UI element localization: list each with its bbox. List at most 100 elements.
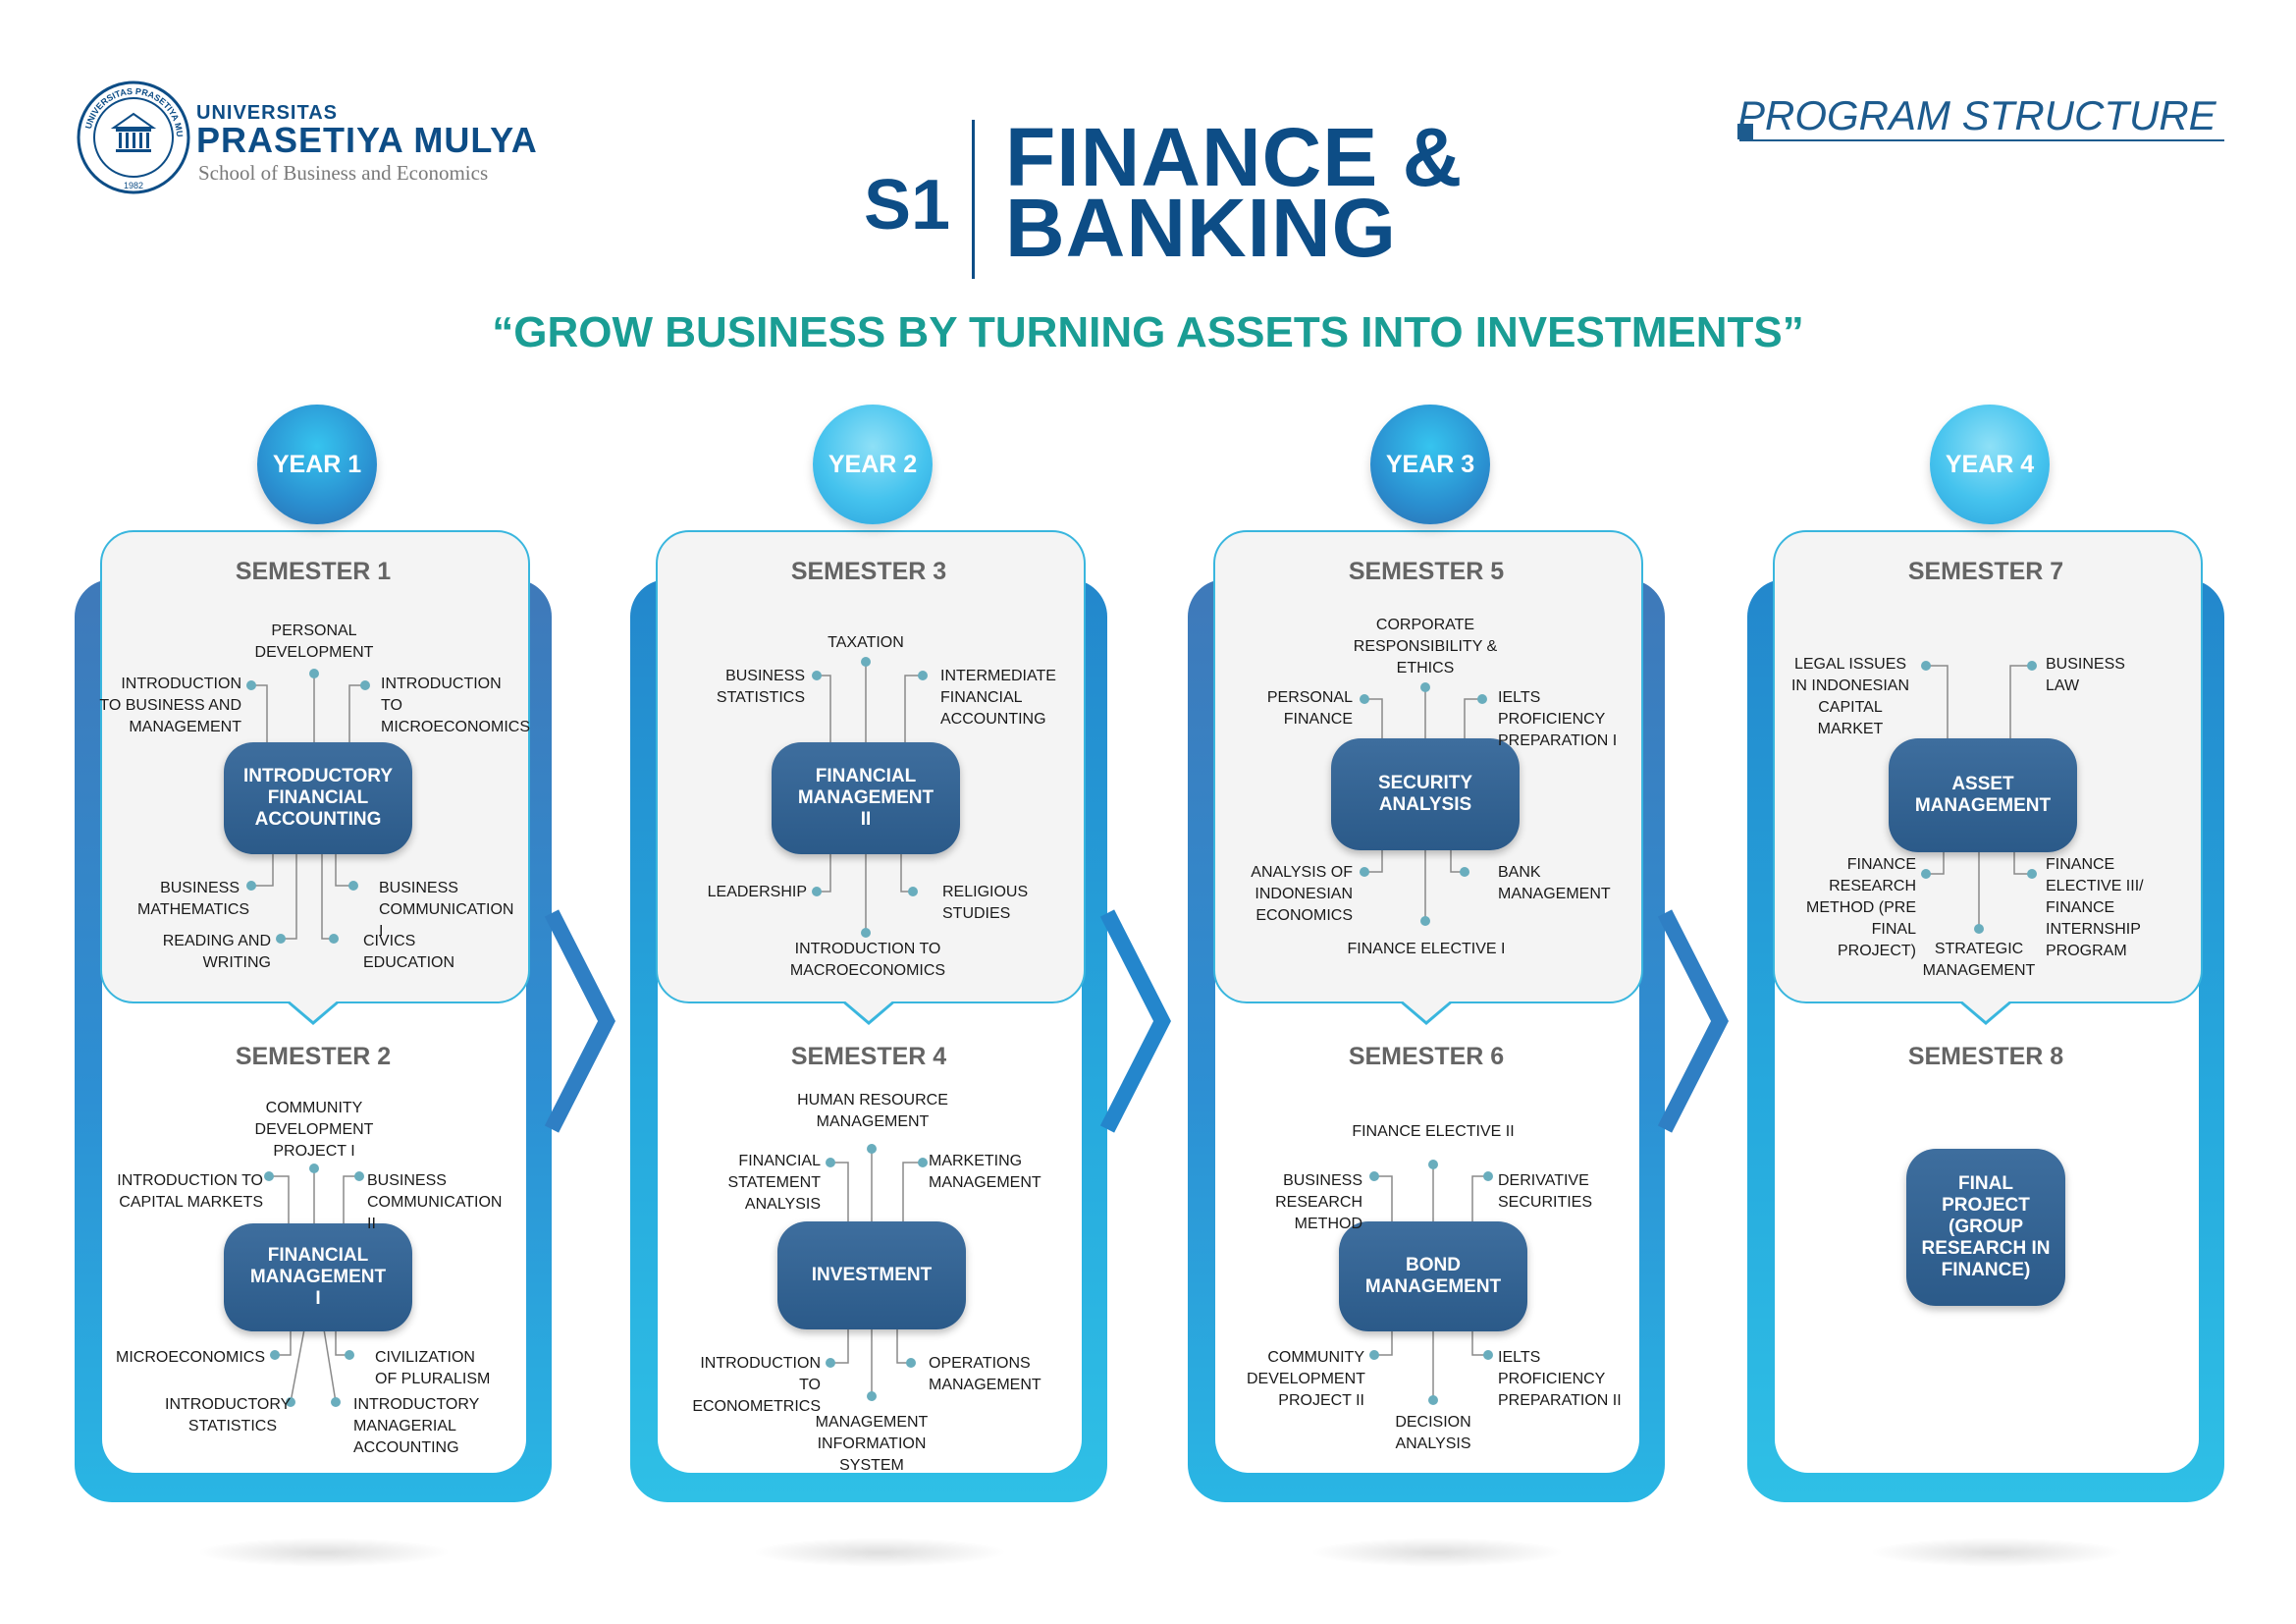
course-sem5-personal-finance: PERSONAL FINANCE [1266,689,1353,728]
course-sem1-intro-microeconomics: INTRODUCTION TO MICROECONOMICS [381,676,530,735]
program-structure-title: PROGRAM STRUCTURE [1737,92,2216,138]
connector-dot [812,887,822,896]
course-sem4-operations-management: OPERATIONS MANAGEMENT [929,1355,1041,1393]
core-course-sem8: FINAL PROJECT (GROUP RESEARCH IN FINANCE… [1906,1149,2065,1306]
connector-dot [270,1350,280,1360]
year1-column-shadow [196,1538,452,1567]
connector-dot [1460,867,1469,877]
university-seal-logo: UNIVERSITAS PRASETIYA MULYA 1982 [72,71,192,196]
year2-column-shadow [752,1538,1007,1567]
course-sem7-strategic-management: STRATEGIC MANAGEMENT [1922,941,2036,979]
connector-dot [1477,694,1487,704]
semester3-label: SEMESTER 3 [790,558,947,585]
course-sem2-intro-capital-markets: INTRODUCTION TO CAPITAL MARKETS [117,1172,263,1211]
semester7-pointer-fill [1960,1000,2011,1021]
course-sem2-community-development-1: COMMUNITY DEVELOPMENT PROJECT I [254,1100,374,1160]
course-sem6-community-development-2: COMMUNITY DEVELOPMENT PROJECT II [1247,1349,1365,1409]
course-sem7-business-law: BUSINESS LAW [2046,656,2125,694]
year3-column-shadow [1309,1538,1565,1567]
course-sem3-intro-macroeconomics: INTRODUCTION TO MACROECONOMICS [789,941,946,979]
connector-dot [331,1397,341,1407]
course-sem7-finance-research-method: FINANCE RESEARCH METHOD (PRE FINAL PROJE… [1806,856,1916,959]
course-sem6-finance-elective-2: FINANCE ELECTIVE II [1352,1123,1515,1140]
course-sem7-legal-issues-capital-market: LEGAL ISSUES IN INDONESIAN CAPITAL MARKE… [1790,656,1909,737]
course-sem3-business-statistics: BUSINESS STATISTICS [716,668,805,706]
course-sem6-derivative-securities: DERIVATIVE SECURITIES [1498,1172,1593,1211]
course-sem5-bank-management: BANK MANAGEMENT [1498,864,1611,902]
course-sem1-business-communication-1: BUSINESS COMMUNICATION I [379,880,514,940]
semester5-pointer-fill [1401,1000,1452,1021]
core-course-sem7: ASSET MANAGEMENT [1889,738,2077,852]
course-sem5-ielts-preparation-1: IELTS PROFICIENCY PREPARATION I [1498,689,1618,749]
connector-dot [348,881,358,891]
connector-dot [908,887,918,896]
logo-school-name: School of Business and Economics [198,161,489,185]
course-sem5-analysis-indonesian-economics: ANALYSIS OF INDONESIAN ECONOMICS [1251,864,1353,924]
connector-dot [918,671,928,680]
connector-dot [2027,869,2037,879]
year4-column-shadow [1869,1538,2124,1567]
connector-dot [1483,1171,1493,1181]
arrow-year3-to-year4 [1657,909,1729,1133]
connector-dot [1921,869,1931,879]
semester4-label: SEMESTER 4 [790,1043,947,1070]
course-sem1-reading-writing: READING AND WRITING [162,933,271,971]
title-divider [972,120,975,279]
core-course-sem1: INTRODUCTORY FINANCIAL ACCOUNTING [224,742,412,854]
core-course-sem4: INVESTMENT [777,1221,966,1329]
connector-dot [264,1171,274,1181]
connector-dot [1360,867,1369,877]
program-structure-marker [1737,124,1753,139]
semester5-label: SEMESTER 5 [1348,558,1505,585]
course-sem3-religious-studies: RELIGIOUS STUDIES [942,884,1029,922]
connector-dot [329,934,339,944]
connector-dot [1974,924,1984,934]
year3-badge: YEAR 3 [1370,405,1490,524]
semester6-label: SEMESTER 6 [1348,1043,1505,1070]
course-sem3-taxation: TAXATION [828,634,904,651]
semester7-label: SEMESTER 7 [1907,558,2064,585]
logo-university-name: PRASETIYA MULYA [196,120,538,160]
program-tagline: “GROW BUSINESS BY TURNING ASSETS INTO IN… [492,308,1804,356]
connector-dot [1420,916,1430,926]
course-sem5-finance-elective-1: FINANCE ELECTIVE I [1347,941,1506,957]
course-sem3-leadership: LEADERSHIP [707,884,807,900]
connector-dot [246,680,256,690]
connector-dot [1369,1171,1379,1181]
program-title: FINANCE & BANKING [1005,116,1463,269]
connector-dot [1420,682,1430,692]
year2-badge: YEAR 2 [813,405,933,524]
arrow-year1-to-year2 [544,909,615,1133]
course-sem4-intro-econometrics: INTRODUCTION TO ECONOMETRICS [692,1355,821,1415]
course-sem2-intro-statistics: INTRODUCTORY STATISTICS [165,1396,292,1435]
semester1-label: SEMESTER 1 [235,558,392,585]
connector-dot [812,671,822,680]
logo-universitas: UNIVERSITAS [196,102,338,124]
course-sem3-intermediate-financial-accounting: INTERMEDIATE FINANCIAL ACCOUNTING [940,668,1056,728]
connector-dot [2027,661,2037,671]
connector-dot [354,1171,364,1181]
course-sem2-business-communication-2: BUSINESS COMMUNICATION II [367,1172,503,1232]
course-sem1-personal-development: PERSONAL DEVELOPMENT [254,623,374,661]
arrow-year2-to-year3 [1099,909,1171,1133]
connector-dot [286,1397,295,1407]
connector-dot [1428,1395,1438,1405]
semester2-label: SEMESTER 2 [235,1043,392,1070]
course-sem1-business-mathematics: BUSINESS MATHEMATICS [137,880,250,918]
connector-dot [861,928,871,938]
course-sem2-civilization-pluralism: CIVILIZATION OF PLURALISM [375,1349,491,1387]
course-sem4-financial-statement-analysis: FINANCIAL STATEMENT ANALYSIS [727,1153,821,1213]
course-sem5-corporate-responsibility-ethics: CORPORATE RESPONSIBILITY & ETHICS [1353,617,1498,677]
connector-dot [867,1391,877,1401]
course-sem7-finance-elective-3-internship: FINANCE ELECTIVE III/ FINANCE INTERNSHIP… [2046,856,2144,959]
connector-dot [1369,1350,1379,1360]
year4-badge: YEAR 4 [1930,405,2050,524]
connector-dot [1483,1350,1493,1360]
semester3-pointer-fill [843,1000,894,1021]
degree-label: S1 [864,166,951,244]
connector-dot [1428,1160,1438,1169]
course-sem6-ielts-preparation-2: IELTS PROFICIENCY PREPARATION II [1498,1349,1622,1409]
core-course-sem2: FINANCIAL MANAGEMENT I [224,1223,412,1331]
connector-dot [861,657,871,667]
